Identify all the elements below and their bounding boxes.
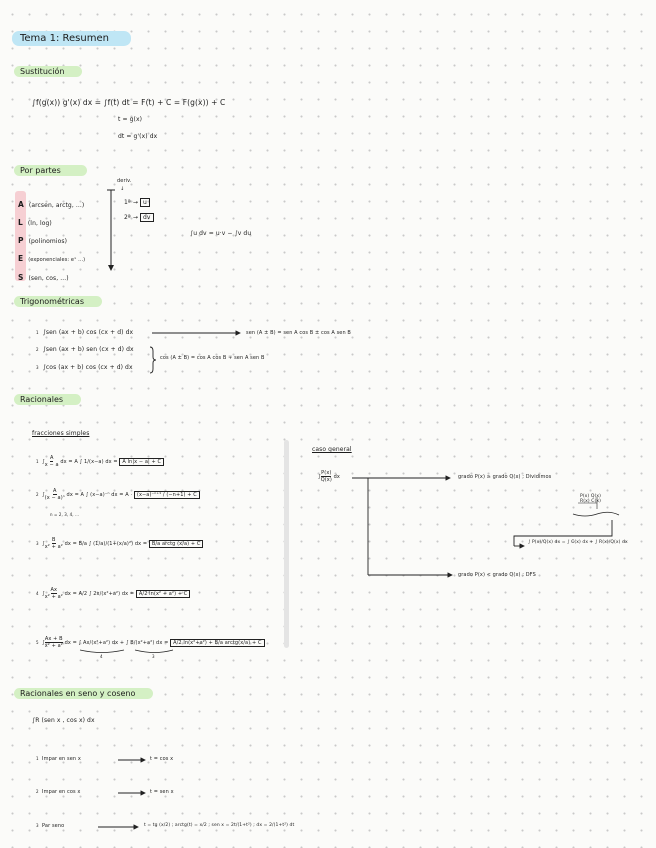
page-title: Tema 1: Resumen	[12, 31, 131, 46]
alpes-row: E (exponenciales: eˣ ...)	[18, 254, 86, 263]
heading-por-partes: Por partes	[14, 165, 87, 176]
senocoseno-result-2: t = sen x	[150, 789, 174, 795]
case1-text: grado P(x) ≥ grado Q(x) ; Dividimos	[458, 474, 552, 480]
senocoseno-item-1: 1 Impar en sen x	[36, 756, 81, 762]
division-scheme: P(x) Q(x) R(x) C(x)	[580, 494, 601, 504]
alpes-row: L (ln, log)	[18, 218, 52, 227]
caso-general-heading: caso general	[312, 446, 352, 453]
alpes-list: A (arcsen, arctg, ...) L (ln, log) P (po…	[18, 196, 85, 287]
sustitucion-dt-def: dt = g'(x) dx	[118, 133, 158, 140]
case2-text: grado P(x) < grado Q(x) ; DFS	[458, 572, 536, 578]
alpes-row: S (sen, cos, ...)	[18, 273, 69, 282]
senocoseno-integral: ∫R (sen x , cos x) dx	[32, 717, 95, 724]
fracciones-simples-heading: fracciones simples	[32, 430, 90, 437]
caso-general-integral: ∫P(x)Q(x) dx	[318, 470, 340, 483]
deriv-label: deriv.	[117, 178, 132, 184]
arrow-down-icon: ↓	[120, 186, 125, 192]
heading-sustitucion: Sustitución	[14, 66, 83, 77]
sustitucion-t-def: t = g(x)	[118, 116, 143, 123]
trig-item-3: 3 ∫cos (ax + b) cos (cx + d) dx	[36, 364, 133, 371]
senocoseno-item-3: 3 Par seno	[36, 823, 65, 829]
rac-item-2: 2 ∫A(x − a)ⁿ dx = A ∫ (x−a)⁻ⁿ dx = A · (…	[36, 488, 200, 501]
heading-racionales-seno-coseno: Racionales en seno y coseno	[14, 688, 154, 699]
heading-trigonometricas: Trigonométricas	[14, 296, 102, 307]
senocoseno-result-3: t = tg (x/2) ; arctg(t) = x/2 ; sen x = …	[144, 823, 295, 828]
partes-row2: 2ª → dv	[124, 213, 154, 222]
column-divider	[284, 440, 289, 648]
alpes-highlight	[15, 191, 26, 281]
rac-n-note: n = 2, 3, 4, ...	[50, 512, 80, 517]
underbrace-label-3: 3	[152, 654, 155, 659]
trig-result-23: cos (A ± B) = cos A cos B ∓ sen A sen B	[160, 355, 265, 361]
trig-item-2: 2 ∫sen (ax + b) sen (cx + d) dx	[36, 346, 134, 353]
underbrace-label-4: 4	[100, 654, 103, 659]
trig-item-1: 1 ∫sen (ax + b) cos (cx + d) dx	[36, 329, 134, 336]
case1-result: ∫ P(x)/Q(x) dx = ∫ C(x) dx + ∫ R(x)/Q(x)…	[528, 540, 628, 545]
partes-row1: 1ª → u	[124, 198, 150, 207]
senocoseno-result-1: t = cos x	[150, 756, 174, 762]
sustitucion-formula: ∫f(g(x)) g'(x) dx = ∫f(t) dt = F(t) + C …	[32, 98, 226, 107]
alpes-row: P (polinomios)	[18, 236, 68, 245]
partes-formula: ∫u dv = u·v − ∫v du	[190, 230, 252, 237]
senocoseno-item-2: 2 Impar en cos x	[36, 789, 81, 795]
alpes-row: A (arcsen, arctg, ...)	[18, 200, 85, 209]
heading-racionales: Racionales	[14, 394, 82, 405]
trig-result-1: sen (A ± B) = sen A cos B ± cos A sen B	[246, 330, 351, 336]
